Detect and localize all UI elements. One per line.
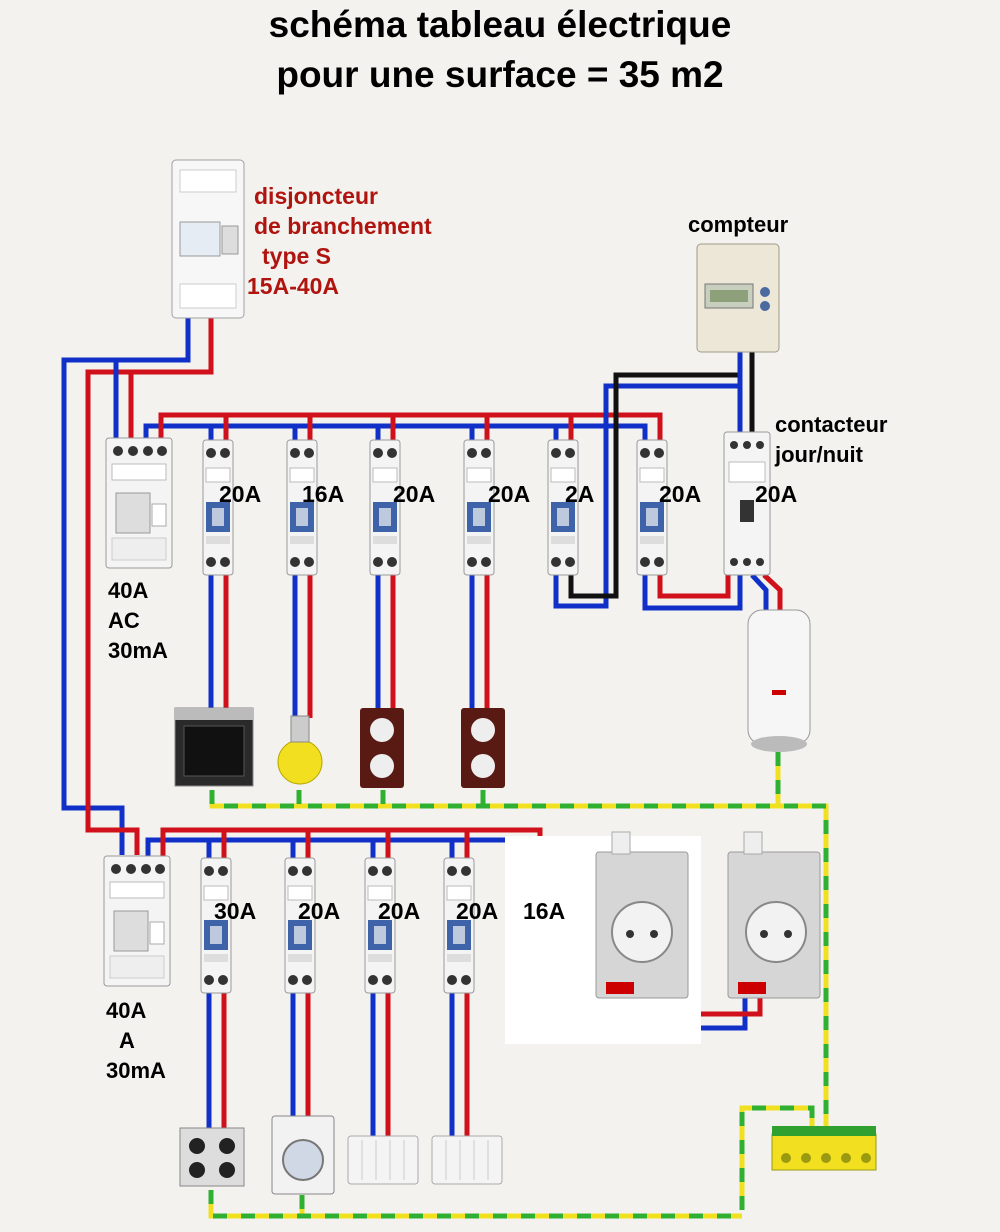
- contactor: [723, 431, 771, 576]
- disjoncteur-label-4: 15A-40A: [247, 273, 340, 299]
- breaker-bottom-2-rating: 20A: [298, 898, 341, 924]
- wall-socket-1-icon: [360, 708, 404, 788]
- contacteur-label-2: jour/nuit: [775, 442, 863, 467]
- disjoncteur-label-1: disjoncteur: [254, 183, 378, 209]
- rcd-top-rating: 40A: [108, 578, 149, 603]
- light-bulb-icon: [277, 715, 323, 785]
- radiator-2-icon: [431, 1135, 503, 1185]
- earth-terminal-block: [771, 1126, 877, 1171]
- meter: [696, 243, 780, 353]
- breaker-bottom-5-rating: 16A: [523, 898, 566, 924]
- main-breaker: [171, 159, 245, 319]
- diagram-title-line1: schéma tableau électrique: [268, 4, 732, 45]
- compteur-label: compteur: [688, 212, 789, 237]
- disjoncteur-label-3: type S: [262, 243, 332, 269]
- top-busbars: [143, 412, 663, 440]
- breaker-bottom-3: [364, 857, 396, 994]
- disjoncteur-label-2: de branchement: [254, 213, 432, 239]
- cooktop-icon: [179, 1127, 245, 1187]
- rcd-bottom: [103, 855, 171, 987]
- breaker-bottom-1: [200, 857, 232, 994]
- breaker-bottom-2: [284, 857, 316, 994]
- diagram-title-line2: pour une surface = 35 m2: [276, 54, 724, 95]
- breaker-bottom-3-rating: 20A: [378, 898, 421, 924]
- bottom-busbars: [145, 827, 543, 858]
- rcd-top: [105, 437, 173, 569]
- breaker-top-4-rating: 20A: [488, 481, 531, 507]
- breaker-top-6-rating: 20A: [659, 481, 702, 507]
- breaker-bottom-1-rating: 30A: [214, 898, 257, 924]
- rcd-bottom-rating: 40A: [106, 998, 147, 1023]
- breaker-top-3-rating: 20A: [393, 481, 436, 507]
- rcd-bottom-sensitivity: 30mA: [106, 1058, 166, 1083]
- breaker-top-2-rating: 16A: [302, 481, 345, 507]
- contactor-rating: 20A: [755, 481, 798, 507]
- breaker-bottom-4-rating: 20A: [456, 898, 499, 924]
- wall-socket-2-icon: [461, 708, 505, 788]
- rcd-top-type: AC: [108, 608, 140, 633]
- washing-machine-icon: [271, 1115, 335, 1195]
- water-heater-icon: [747, 609, 811, 752]
- breaker-top-5-rating: 2A: [565, 481, 595, 507]
- rcd-bottom-type: A: [119, 1028, 135, 1053]
- oven-icon: [174, 707, 254, 787]
- rcd-top-sensitivity: 30mA: [108, 638, 168, 663]
- radiator-1-icon: [347, 1135, 419, 1185]
- breaker-bottom-4: [443, 857, 475, 994]
- earth-wires: [208, 752, 829, 1219]
- contacteur-label-1: contacteur: [775, 412, 888, 437]
- top-outgoing-wires: [208, 352, 783, 718]
- main-supply-wires: [61, 318, 214, 855]
- modular-socket-1: [595, 831, 689, 999]
- modular-socket-2: [727, 831, 821, 999]
- breaker-top-1-rating: 20A: [219, 481, 262, 507]
